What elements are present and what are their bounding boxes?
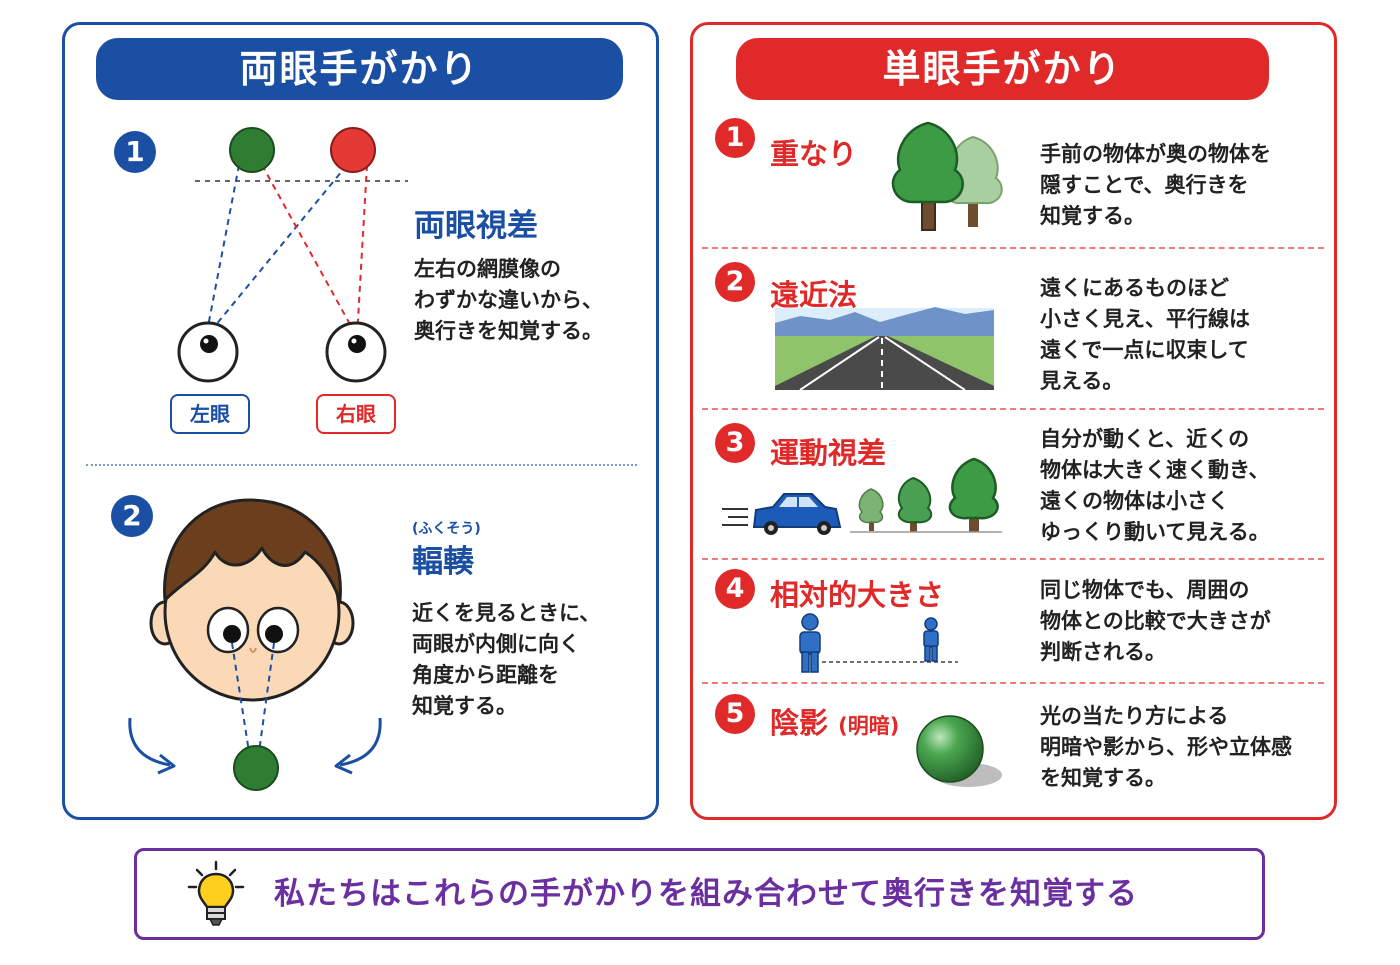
overlapping-trees-illustration — [891, 121, 1003, 231]
summary-banner — [134, 848, 1265, 940]
item-number-badge: 1 — [715, 118, 755, 158]
item-number-badge: 1 — [114, 131, 156, 173]
convergence-face-illustration — [128, 498, 382, 791]
item-number-badge: 2 — [715, 262, 755, 302]
section-divider — [702, 558, 1324, 560]
perspective-heading: 遠近法 — [770, 278, 858, 312]
shading-description: 光の当たり方による 明暗や影から、形や立体感 を知覚する。 — [1040, 704, 1292, 790]
shaded-sphere-illustration — [916, 715, 1002, 787]
item-number-badge: 5 — [715, 694, 755, 734]
overlap-heading: 重なり — [770, 137, 858, 171]
motion-parallax-description: 自分が動くと、近くの 物体は大きく速く動き、 遠くの物体は小さく ゆっくり動いて… — [1040, 427, 1270, 544]
left-eye-label: 左眼 — [170, 394, 250, 434]
motion-parallax-heading: 運動視差 — [770, 436, 887, 470]
section-divider — [702, 682, 1324, 684]
binocular-disparity-description: 左右の網膜像の わずかな違いから、 奥行きを知覚する。 — [414, 257, 603, 343]
motion-parallax-illustration — [722, 457, 1002, 535]
item-number-badge: 4 — [715, 569, 755, 609]
inward-arrow-left-icon — [128, 717, 171, 767]
relative-size-description: 同じ物体でも、周囲の 物体との比較で大きさが 判断される。 — [1040, 578, 1271, 664]
section-divider — [86, 464, 637, 466]
convergence-reading: (ふくそう) — [412, 521, 481, 537]
red-object-ball — [330, 127, 376, 173]
summary-text: 私たちはこれらの手がかりを組み合わせて奥行きを知覚する — [274, 876, 1138, 912]
green-object-ball — [229, 127, 275, 173]
relative-size-heading: 相対的大きさ — [770, 578, 945, 612]
section-divider — [702, 408, 1324, 410]
binocular-disparity-heading: 両眼視差 — [414, 208, 538, 244]
green-target-ball — [233, 745, 279, 791]
perspective-description: 遠くにあるものほど 小さく見え、平行線は 遠くで一点に収束して 見える。 — [1040, 276, 1250, 393]
item-number-badge: 3 — [715, 423, 755, 463]
right-eye-label: 右眼 — [316, 394, 396, 434]
monocular-panel — [690, 22, 1337, 820]
convergence-description: 近くを見るときに、 両眼が内側に向く 角度から距離を 知覚する。 — [412, 601, 601, 718]
inward-arrow-right-icon — [339, 717, 382, 767]
item-number-badge: 2 — [111, 495, 153, 537]
section-divider — [702, 247, 1324, 249]
binocular-title: 両眼手がかり — [96, 38, 623, 100]
convergence-heading: 輻輳 — [412, 544, 474, 580]
overlap-description: 手前の物体が奥の物体を 隠すことで、奥行きを 知覚する。 — [1040, 142, 1271, 228]
monocular-title: 単眼手がかり — [736, 38, 1269, 100]
perspective-road-illustration — [775, 307, 994, 391]
binocular-disparity-illustration — [177, 127, 408, 383]
lightbulb-icon — [187, 860, 245, 926]
shading-heading: 陰影 (明暗) — [770, 706, 900, 740]
relative-size-illustration — [799, 613, 958, 673]
